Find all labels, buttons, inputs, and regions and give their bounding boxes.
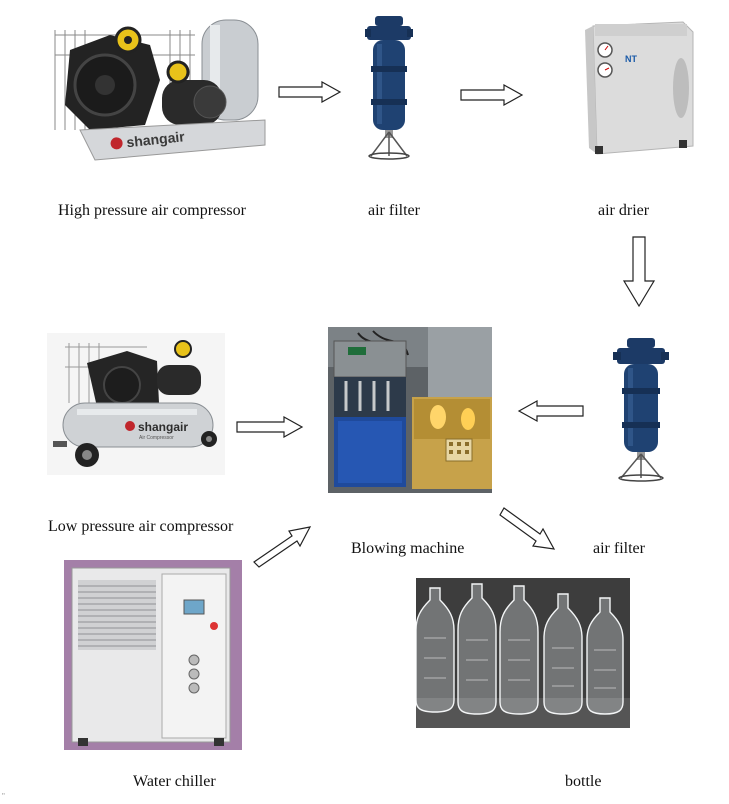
flow-arrow-left — [517, 399, 584, 423]
brand-shangair-high: shangair — [126, 128, 186, 150]
flow-arrow-down — [622, 236, 656, 308]
air-filter-label-1: air filter — [368, 202, 420, 219]
flow-arrow-right-1 — [278, 81, 342, 103]
air-filter-label-2: air filter — [593, 540, 645, 557]
blowing-machine-image — [328, 327, 492, 493]
water-chiller-label: Water chiller — [133, 773, 216, 790]
water-chiller-image — [64, 560, 242, 750]
corner-mark: " — [2, 792, 5, 801]
low-pressure-compressor-image: shangair Air Compressor — [47, 333, 225, 475]
air-drier-label: air drier — [598, 202, 650, 219]
air-filter-image-2 — [613, 336, 669, 482]
blowing-machine-label: Blowing machine — [351, 540, 465, 557]
high-pressure-compressor-label: High pressure air compressor — [58, 202, 246, 219]
brand-sub-low: Air Compressor — [139, 435, 174, 441]
brand-shangair-low: shangair — [138, 420, 188, 434]
drier-logo: NT — [625, 54, 637, 64]
low-pressure-compressor-label: Low pressure air compressor — [48, 518, 234, 535]
air-drier-image: NT — [575, 18, 695, 160]
bottle-label: bottle — [565, 773, 602, 790]
bottle-image — [416, 578, 630, 728]
flow-arrow-diagonal-up — [253, 526, 312, 568]
flow-arrow-right-2 — [460, 84, 524, 106]
flow-arrow-right-3 — [236, 416, 304, 438]
air-filter-image-1 — [365, 14, 413, 160]
high-pressure-compressor-image: shangair — [50, 10, 275, 175]
flow-arrow-diagonal-down — [499, 507, 556, 550]
